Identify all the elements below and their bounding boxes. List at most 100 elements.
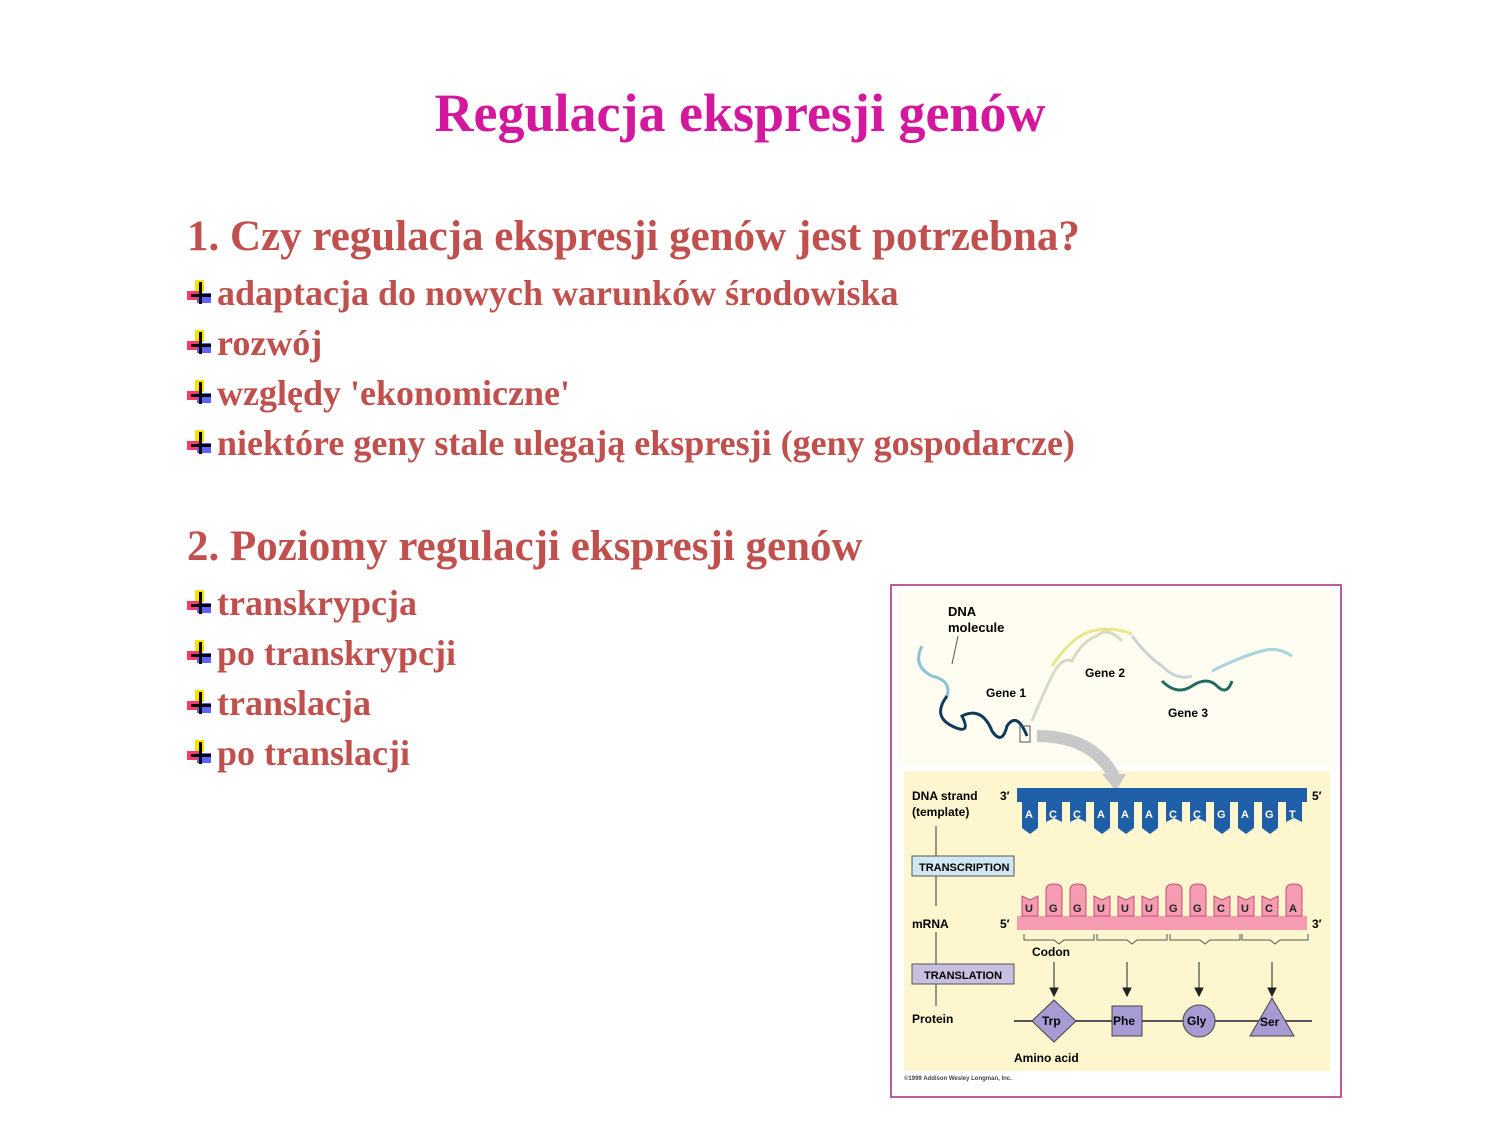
gene1-label: Gene 1 (986, 686, 1026, 700)
transcription-label: TRANSCRIPTION (919, 862, 1010, 874)
svg-text:A: A (1241, 809, 1249, 821)
gly-circle-icon (1182, 1004, 1216, 1038)
dna-base: A (1142, 802, 1158, 834)
dna-base: T (1286, 802, 1302, 822)
svg-text:G: G (1265, 809, 1274, 821)
svg-text:G: G (1073, 903, 1082, 915)
section1-heading: 1. Czy regulacja ekspresji genów jest po… (187, 213, 1080, 260)
bullet-text: rozwój (217, 323, 323, 363)
svg-text:G: G (1193, 903, 1202, 915)
plus-cross-bullet-icon (187, 638, 217, 668)
mrna-base: U (1021, 895, 1039, 917)
svg-text:G: G (1169, 903, 1178, 915)
dna-label: DNA (948, 604, 977, 619)
svg-text:U: U (1025, 903, 1033, 915)
dna-base: C (1166, 802, 1182, 822)
translation-label: TRANSLATION (924, 970, 1002, 982)
bullet-item: adaptacja do nowych warunków środowiska (187, 268, 1075, 318)
ser-triangle-icon (1249, 997, 1295, 1037)
bullet-item: transkrypcja (187, 578, 456, 628)
bullet-item: rozwój (187, 318, 1075, 368)
gene-expression-diagram: DNA molecule Gene 1 Gene 2 Gene 3 DNA st… (898, 590, 1334, 1082)
plus-cross-bullet-icon (187, 328, 217, 358)
mrna-label: mRNA (912, 917, 949, 931)
svg-text:A: A (1025, 809, 1033, 821)
mrna-base: C (1213, 895, 1231, 917)
phe-square-icon (1111, 1005, 1143, 1037)
bullet-text: po translacji (217, 733, 410, 773)
mrna-base: U (1141, 895, 1159, 917)
svg-text:C: C (1169, 809, 1177, 821)
gene2-label: Gene 2 (1085, 666, 1125, 680)
bullet-text: niektóre geny stale ulegają ekspresji (g… (217, 423, 1075, 463)
mrna-base: G (1189, 883, 1207, 917)
copyright-text: ©1999 Addison Wesley Longman, Inc. (904, 1075, 1012, 1082)
prime-3-label: 3′ (1000, 789, 1010, 803)
trp-diamond-icon (1031, 999, 1077, 1043)
plus-cross-bullet-icon (187, 688, 217, 718)
mrna-base: U (1093, 895, 1111, 917)
mrna-base: G (1165, 883, 1183, 917)
svg-text:T: T (1289, 809, 1296, 821)
svg-text:C: C (1193, 809, 1201, 821)
svg-text:A: A (1121, 809, 1129, 821)
prime-5-label-mrna: 5′ (1000, 917, 1010, 931)
svg-text:U: U (1121, 903, 1129, 915)
prime-3-label-mrna: 3′ (1312, 917, 1322, 931)
bullet-item: po transkrypcji (187, 628, 456, 678)
plus-cross-bullet-icon (187, 278, 217, 308)
svg-text:C: C (1049, 809, 1057, 821)
bullet-item: translacja (187, 678, 456, 728)
bullet-text: po transkrypcji (217, 633, 457, 673)
dna-strand-label: DNA strand (912, 789, 978, 803)
prime-5-label: 5′ (1312, 789, 1322, 803)
bullet-text: translacja (217, 683, 371, 723)
protein-label: Protein (912, 1012, 953, 1026)
amino-acid-trp: Trp (1042, 1014, 1061, 1028)
bullet-text: transkrypcja (217, 583, 417, 623)
amino-acid-ser: Ser (1260, 1015, 1280, 1029)
dna-base: C (1046, 802, 1062, 822)
section2-heading: 2. Poziomy regulacji ekspresji genów (187, 523, 863, 570)
svg-text:C: C (1265, 903, 1273, 915)
dna-base: A (1118, 802, 1134, 834)
bullet-item: po translacji (187, 728, 456, 778)
gene3-label: Gene 3 (1168, 706, 1208, 720)
svg-text:A: A (1289, 903, 1297, 915)
mrna-base: G (1069, 883, 1087, 917)
plus-cross-bullet-icon (187, 378, 217, 408)
svg-text:C: C (1073, 809, 1081, 821)
dna-strand-label-2: (template) (912, 805, 969, 819)
plus-cross-bullet-icon (187, 588, 217, 618)
amino-acid-phe: Phe (1113, 1014, 1135, 1028)
dna-label-2: molecule (948, 620, 1004, 635)
dna-base: C (1070, 802, 1086, 822)
plus-cross-bullet-icon (187, 428, 217, 458)
codon-label: Codon (1032, 945, 1070, 959)
svg-text:C: C (1217, 903, 1225, 915)
amino-acid-gly: Gly (1187, 1014, 1207, 1028)
bullet-text: adaptacja do nowych warunków środowiska (217, 273, 899, 313)
slide-title: Regulacja ekspresji genów (434, 83, 1046, 143)
mrna-base: C (1261, 895, 1279, 917)
section1-bullet-list: adaptacja do nowych warunków środowiska … (187, 268, 1075, 468)
dna-base: G (1262, 802, 1278, 834)
dna-base: A (1094, 802, 1110, 834)
svg-text:A: A (1097, 809, 1105, 821)
dna-base: G (1214, 802, 1230, 834)
svg-text:U: U (1241, 903, 1249, 915)
dna-base: A (1238, 802, 1254, 834)
mrna-base: A (1285, 883, 1303, 917)
mrna-base: U (1237, 895, 1255, 917)
svg-text:G: G (1217, 809, 1226, 821)
section2-bullet-list: transkrypcja po transkrypcji translacja … (187, 578, 456, 778)
bullet-item: względy 'ekonomiczne' (187, 368, 1075, 418)
mrna-base: G (1045, 883, 1063, 917)
bullet-text: względy 'ekonomiczne' (217, 373, 570, 413)
dna-base: A (1022, 802, 1038, 834)
svg-text:A: A (1145, 809, 1153, 821)
amino-acid-label: Amino acid (1014, 1051, 1079, 1065)
gene-expression-figure: DNA molecule Gene 1 Gene 2 Gene 3 DNA st… (890, 584, 1342, 1098)
svg-text:U: U (1145, 903, 1153, 915)
bullet-item: niektóre geny stale ulegają ekspresji (g… (187, 418, 1075, 468)
